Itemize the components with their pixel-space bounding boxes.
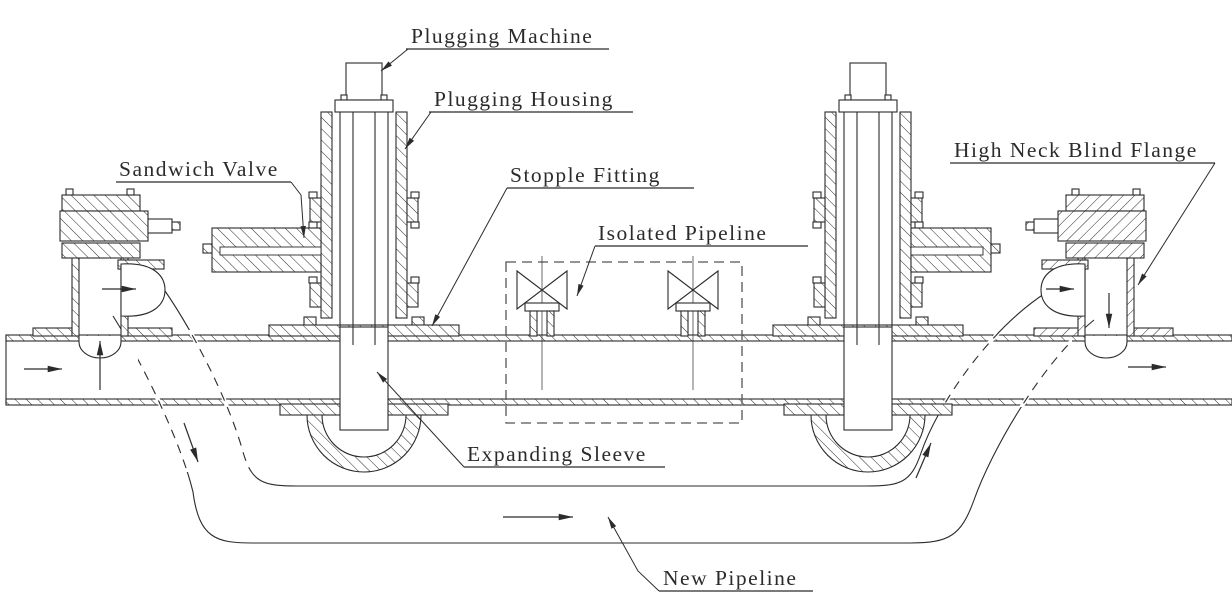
leader-new-pipeline (607, 516, 660, 592)
label-new-pipeline: New Pipeline (663, 566, 797, 590)
flow-arrows (24, 285, 1166, 521)
right-plugging-machine-assembly (812, 62, 924, 346)
label-plugging-housing: Plugging Housing (434, 87, 614, 111)
label-sandwich-valve: Sandwich Valve (119, 157, 279, 181)
callout-labels: Plugging Machine Plugging Housing Sandwi… (119, 24, 1198, 590)
callout-leaders (290, 48, 1216, 592)
label-stopple-fitting: Stopple Fitting (510, 163, 661, 187)
leader-sandwich-valve (290, 181, 306, 239)
leader-stopple-fitting (431, 187, 508, 327)
left-plugging-machine-assembly (308, 62, 420, 346)
leader-plugging-housing (404, 111, 432, 150)
right-sandwich-valve (910, 227, 1001, 273)
leader-high-neck-blind-flange (1137, 162, 1216, 286)
bypass-ascent-flow-arrow (915, 442, 932, 479)
leader-isolated-pipeline (576, 245, 596, 297)
left-bypass-nozzle-with-blind-flange (32, 188, 181, 359)
pipe-bottom-wall (5, 398, 1232, 406)
leader-plugging-machine (380, 48, 409, 72)
leader-expanding-sleeve (376, 371, 465, 468)
bypass-descent-flow-arrow (183, 422, 199, 463)
isolated-pipeline-dashed-boundary (505, 261, 743, 424)
label-isolated-pipeline: Isolated Pipeline (598, 221, 767, 245)
callout-underlines (116, 48, 1215, 592)
label-plugging-machine: Plugging Machine (411, 24, 593, 48)
right-bypass-nozzle-with-high-neck-blind-flange (1025, 188, 1174, 359)
label-expanding-sleeve: Expanding Sleeve (467, 442, 647, 466)
label-high-neck-blind-flange: High Neck Blind Flange (954, 138, 1198, 162)
